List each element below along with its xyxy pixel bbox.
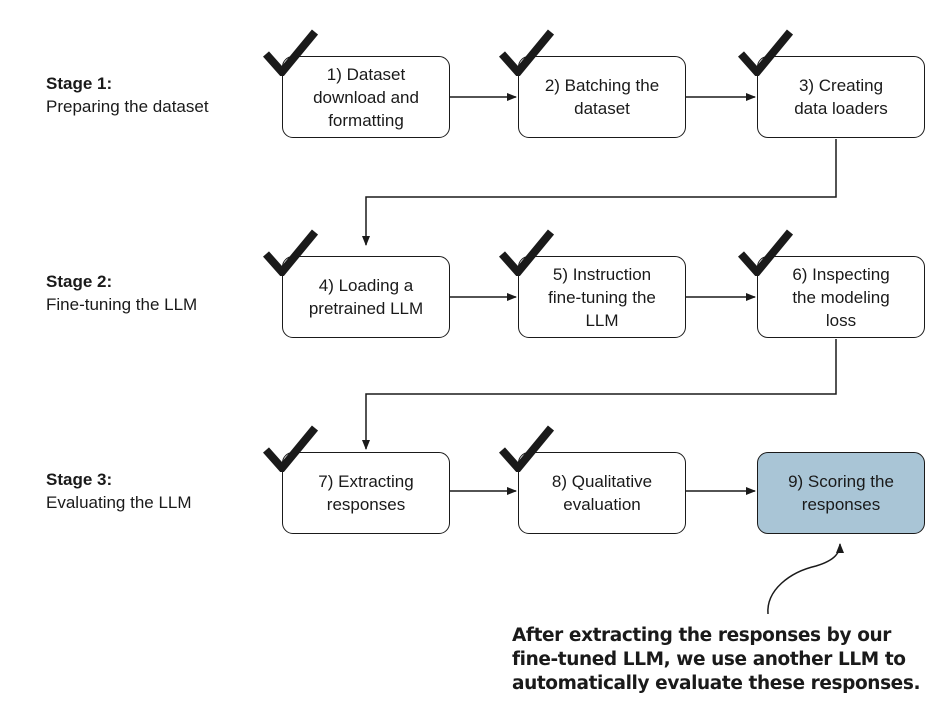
step-2-box: 2) Batching the dataset	[518, 56, 686, 138]
stage-3-title: Stage 3:	[46, 470, 113, 489]
stage-2-label: Stage 2: Fine-tuning the LLM	[46, 270, 197, 316]
step-4-box: 4) Loading a pretrained LLM	[282, 256, 450, 338]
step-8-box: 8) Qualitative evaluation	[518, 452, 686, 534]
checkmark-icon	[263, 425, 318, 472]
step-3-box: 3) Creating data loaders	[757, 56, 925, 138]
checkmark-icon	[499, 229, 554, 276]
stage-3-subtitle: Evaluating the LLM	[46, 493, 192, 512]
stage-1-subtitle: Preparing the dataset	[46, 97, 209, 116]
step-1-box: 1) Dataset download and formatting	[282, 56, 450, 138]
arrow-3-4	[362, 139, 837, 246]
stage-3-label: Stage 3: Evaluating the LLM	[46, 468, 192, 514]
checkmark-icon	[499, 29, 554, 76]
annotation-line-3: automatically evaluate these responses.	[512, 673, 921, 694]
annotation-pointer	[767, 543, 844, 615]
checkmark-icon	[738, 29, 793, 76]
stage-2-title: Stage 2:	[46, 272, 113, 291]
checkmark-icon	[738, 229, 793, 276]
annotation-line-1: After extracting the responses by our	[512, 625, 892, 646]
stage-1-title: Stage 1:	[46, 74, 113, 93]
step-6-box: 6) Inspecting the modeling loss	[757, 256, 925, 338]
stage-1-label: Stage 1: Preparing the dataset	[46, 72, 209, 118]
annotation-text: After extracting the responses by our fi…	[512, 624, 952, 696]
step-7-box: 7) Extracting responses	[282, 452, 450, 534]
step-9-box-highlighted: 9) Scoring the responses	[757, 452, 925, 534]
step-5-box: 5) Instruction fine-tuning the LLM	[518, 256, 686, 338]
checkmark-icon	[263, 29, 318, 76]
annotation-line-2: fine-tuned LLM, we use another LLM to	[512, 649, 906, 670]
stage-2-subtitle: Fine-tuning the LLM	[46, 295, 198, 314]
checkmark-icon	[499, 425, 554, 472]
checkmark-icon	[263, 229, 318, 276]
arrow-6-7	[362, 339, 837, 450]
